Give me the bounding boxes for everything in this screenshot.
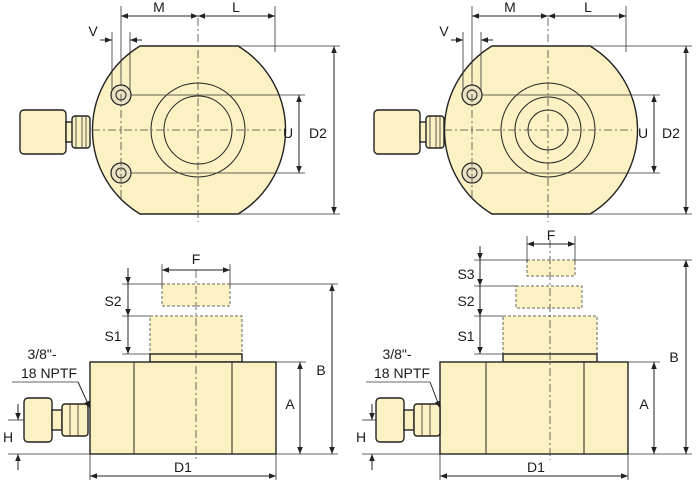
dim-v: V — [439, 23, 449, 39]
hydraulic-coupler-icon — [373, 109, 445, 155]
dim-f: F — [192, 251, 201, 267]
dim-m: M — [153, 0, 165, 15]
dim-m: M — [504, 0, 516, 15]
dim-l: L — [584, 0, 592, 15]
dim-a: A — [285, 396, 295, 412]
dim-d2: D2 — [309, 125, 327, 141]
side-left-stage-s2 — [161, 283, 231, 307]
dim-s1: S1 — [104, 328, 121, 344]
port-size-label: 3/8"- — [27, 346, 56, 362]
dim-f: F — [547, 227, 556, 243]
hydraulic-coupler-icon — [19, 109, 91, 155]
hydraulic-coupler-icon — [375, 397, 441, 443]
dim-s2: S2 — [104, 293, 121, 309]
dim-a: A — [639, 396, 649, 412]
top-view-right: M L V U D2 — [373, 0, 692, 222]
dim-u: U — [283, 125, 293, 141]
dim-s1: S1 — [457, 328, 474, 344]
top-view-left: M L V U D2 — [19, 0, 340, 222]
dim-s2: S2 — [457, 293, 474, 309]
port-thread-label: 18 NPTF — [21, 365, 77, 381]
side-left-body — [89, 361, 277, 455]
dim-s3: S3 — [457, 266, 474, 282]
dim-l: L — [232, 0, 240, 15]
dim-b: B — [669, 349, 678, 365]
dim-h: H — [3, 429, 13, 445]
port-thread-label: 18 NPTF — [374, 365, 430, 381]
side-right-body — [439, 361, 629, 455]
dim-v: V — [88, 23, 98, 39]
port-size-label: 3/8"- — [382, 346, 411, 362]
side-view-left: F S2 S1 3/8"- 18 NPTF A B H — [3, 251, 338, 480]
dim-h: H — [356, 429, 366, 445]
side-right-stage-s2 — [515, 285, 583, 309]
hydraulic-coupler-icon — [23, 397, 89, 443]
dim-b: B — [316, 362, 325, 378]
dim-u: U — [638, 125, 648, 141]
dim-d1: D1 — [527, 459, 545, 475]
dim-d2: D2 — [662, 125, 680, 141]
side-view-right: F S3 S2 S1 3/8"- 18 NPTF A B H — [356, 227, 692, 480]
side-right-stage-s3 — [526, 259, 576, 277]
dim-d1: D1 — [174, 459, 192, 475]
